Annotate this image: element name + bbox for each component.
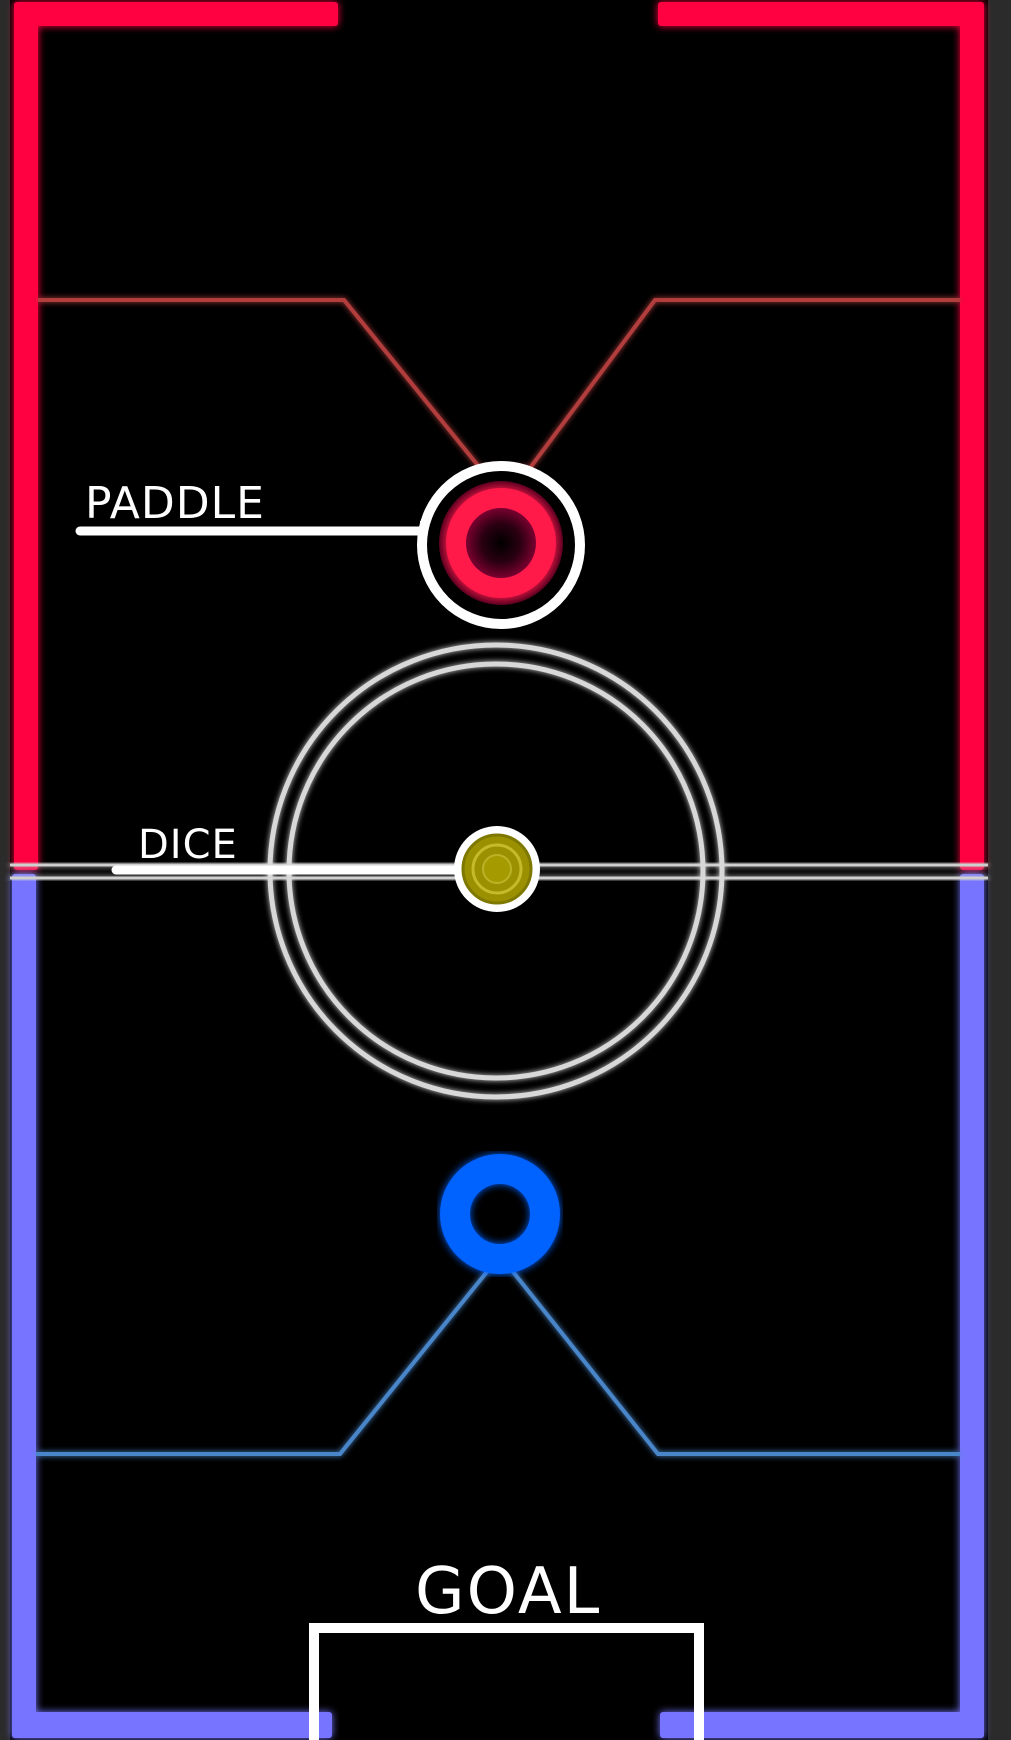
dice-label: DICE <box>138 822 238 868</box>
blue-ring-paddle-icon <box>440 1154 560 1274</box>
opponent-paddle[interactable] <box>417 461 585 629</box>
opponent-wall <box>14 2 984 870</box>
goal-label: GOAL <box>415 1555 602 1629</box>
player-paddle[interactable] <box>440 1154 560 1274</box>
paddle-label: PADDLE <box>85 478 265 529</box>
dice-puck[interactable] <box>454 826 540 912</box>
goal-box <box>309 1623 704 1740</box>
player-wall <box>12 874 984 1738</box>
